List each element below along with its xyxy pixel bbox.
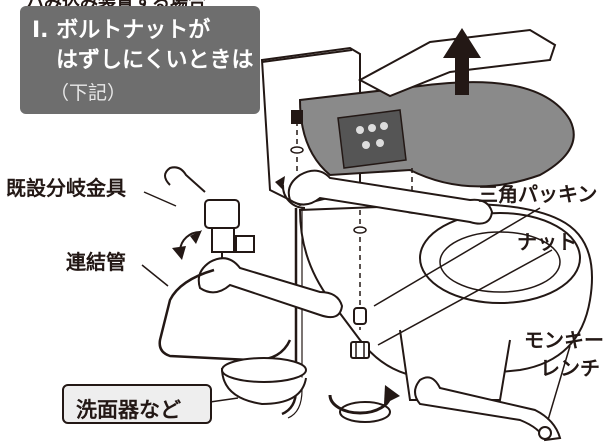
label-existing-branch-fitting: 既設分岐金具: [6, 176, 126, 200]
valve-handle: [164, 166, 206, 193]
monkey-wrench-part: [414, 376, 562, 442]
label-monkey-wrench-1: モンキー: [524, 328, 604, 352]
callout-line-2: はずしにくいときは: [56, 48, 254, 73]
label-basin-box: 洗面器など: [62, 384, 212, 424]
triangle-packing-part: [353, 307, 367, 325]
branch-fitting: [204, 199, 240, 229]
nut-part: [350, 341, 370, 359]
connecting-pipe-line: [158, 268, 292, 362]
instruction-callout: Ⅰ. ボルトナットが はずしにくいときは （下記）: [20, 6, 260, 114]
callout-line-3: （下記）: [50, 82, 127, 104]
label-connecting-pipe: 連結管: [66, 250, 126, 274]
label-basin: 洗面器など: [76, 398, 181, 422]
label-triangle-packing: 三角パッキン: [478, 182, 598, 206]
bolt-head-left: [291, 110, 303, 124]
label-nut: ナット: [517, 230, 577, 254]
lower-wrench: [197, 257, 344, 319]
callout-line-1: Ⅰ. ボルトナットが: [32, 18, 211, 43]
control-panel: [337, 109, 407, 169]
label-monkey-wrench-2: レンチ: [540, 356, 600, 380]
rotation-arrow-icon: [384, 385, 400, 404]
upper-wrench: [287, 169, 494, 225]
lift-up-arrow: [443, 28, 481, 95]
